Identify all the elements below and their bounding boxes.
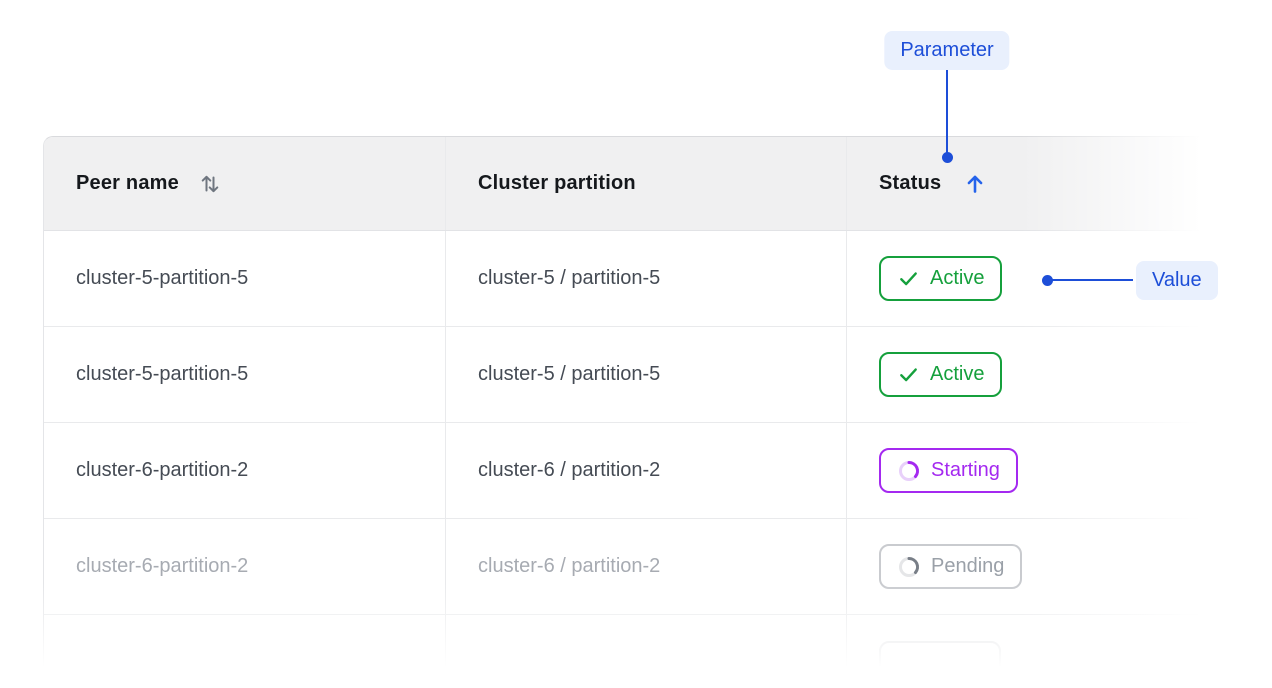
status-cell: Starting — [847, 423, 1272, 518]
status-header-label: Status — [879, 172, 942, 194]
cluster-partition-header-label: Cluster partition — [478, 172, 636, 194]
parameter-connector-line — [946, 70, 948, 153]
table-row[interactable]: cluster-6-partition-2 cluster-6 / partit… — [44, 423, 1272, 519]
peer-name-cell: cluster-6-partition-2 — [44, 519, 446, 614]
value-connector-dot — [1042, 275, 1053, 286]
value-connector-line — [1051, 279, 1133, 281]
table-row[interactable]: cluster-6-partition-2 cluster-6 / partit… — [44, 519, 1272, 615]
table-row — [44, 615, 1272, 688]
arrow-up-icon[interactable] — [963, 172, 987, 196]
status-badge-active[interactable]: Active — [879, 352, 1003, 397]
column-header-cluster-partition[interactable]: Cluster partition — [446, 137, 847, 230]
parameter-connector-dot — [942, 152, 953, 163]
cluster-partition-cell: cluster-5 / partition-5 — [446, 231, 847, 326]
peer-name-cell: cluster-5-partition-5 — [44, 327, 446, 422]
column-header-status[interactable]: Status — [847, 137, 1272, 230]
status-badge-label: Starting — [931, 459, 1000, 481]
check-icon — [900, 272, 917, 286]
status-badge-starting[interactable]: Starting — [879, 448, 1018, 493]
spinner-icon — [899, 460, 919, 481]
check-icon — [900, 368, 917, 382]
status-cell — [847, 615, 1272, 688]
peers-table: Peer name Cluster partition Status clust… — [43, 136, 1272, 688]
table-row[interactable]: cluster-5-partition-5 cluster-5 / partit… — [44, 327, 1272, 423]
peer-name-cell: cluster-5-partition-5 — [44, 231, 446, 326]
cluster-partition-cell: cluster-6 / partition-2 — [446, 519, 847, 614]
parameter-annotation-pill: Parameter — [884, 31, 1010, 70]
status-badge-active[interactable]: Active — [879, 256, 1003, 301]
column-header-peer-name[interactable]: Peer name — [44, 137, 446, 230]
cluster-partition-cell — [446, 615, 847, 688]
value-annotation-pill: Value — [1136, 261, 1218, 300]
sort-arrows-icon[interactable] — [197, 171, 223, 197]
status-badge-label: Active — [930, 267, 985, 289]
spinner-icon — [899, 556, 919, 577]
status-badge-label: Active — [930, 363, 985, 385]
cluster-partition-cell: cluster-6 / partition-2 — [446, 423, 847, 518]
status-cell: Active — [847, 327, 1272, 422]
status-badge-label: Pending — [931, 555, 1005, 577]
table-header-row: Peer name Cluster partition Status — [44, 137, 1272, 231]
status-badge-ghost — [879, 641, 1001, 686]
peer-name-cell: cluster-6-partition-2 — [44, 423, 446, 518]
peer-name-header-label: Peer name — [76, 172, 179, 194]
status-cell: Pending — [847, 519, 1272, 614]
status-cell: Active — [847, 231, 1272, 326]
peer-name-cell — [44, 615, 446, 688]
cluster-partition-cell: cluster-5 / partition-5 — [446, 327, 847, 422]
status-badge-pending[interactable]: Pending — [879, 544, 1023, 589]
